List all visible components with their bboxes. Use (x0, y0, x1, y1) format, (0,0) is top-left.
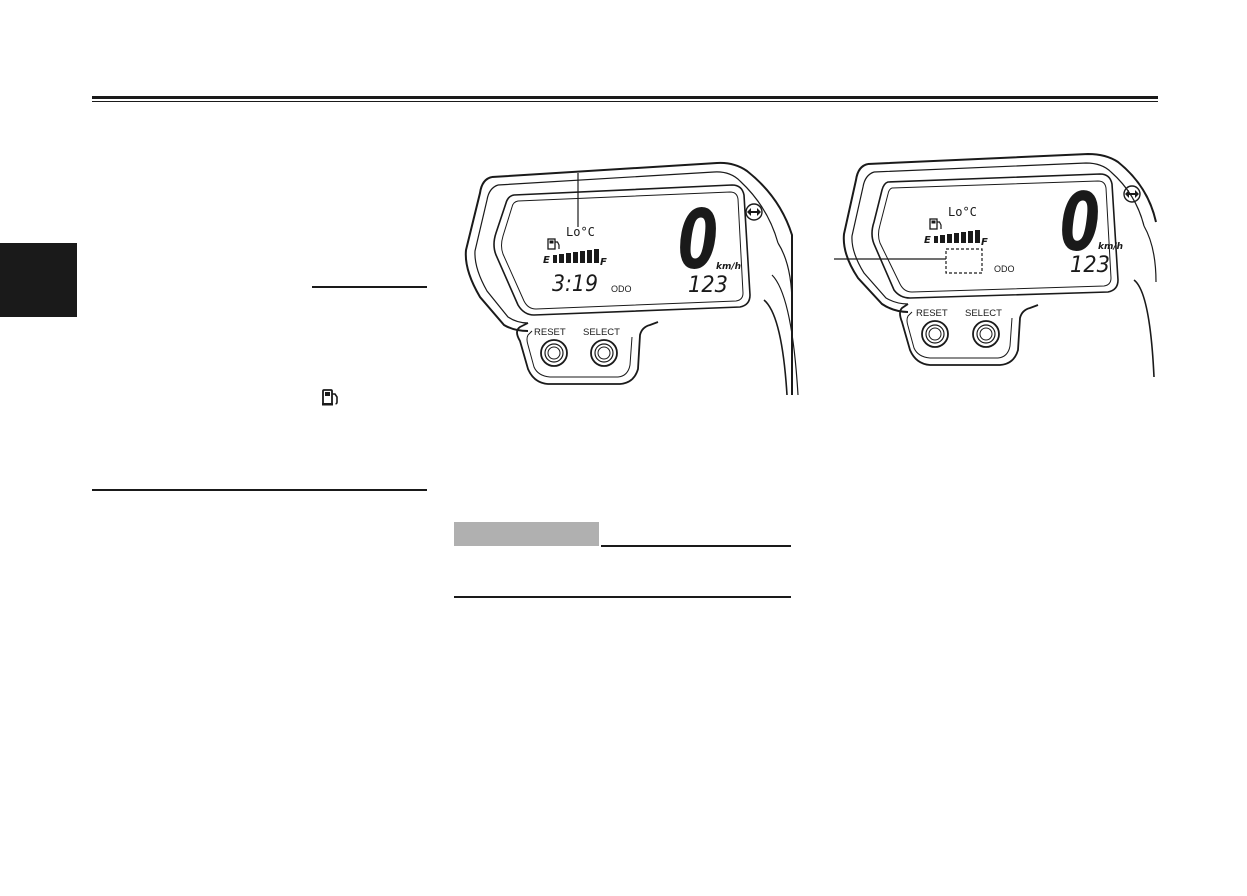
panel-housing-left-edge (464, 176, 529, 332)
reset-button-label: RESET (534, 327, 566, 338)
caution-label-box (454, 522, 599, 546)
section-heading-rule (312, 286, 427, 288)
reset-button-label: RESET (916, 308, 948, 319)
clock-display: 3:19 (552, 272, 598, 297)
reset-button (921, 320, 949, 348)
coolant-temperature-reading: Lo°C (948, 205, 977, 219)
caution-heading-rule (601, 545, 791, 547)
fuel-pump-icon (547, 238, 560, 250)
speed-unit-label: km/h (716, 262, 741, 272)
coolant-temperature-reading: Lo°C (566, 225, 595, 239)
chapter-side-tab (0, 243, 77, 317)
panel-housing-left-edge (842, 163, 909, 313)
instrument-panel-figure-left: Lo°C E F 3:19 ODO 0 km/h 123 RESET SELEC… (464, 161, 799, 396)
speed-unit-label: km/h (1098, 242, 1123, 252)
select-button (590, 339, 618, 367)
fuel-full-label: F (981, 237, 988, 248)
speedometer-reading: 0 (1060, 176, 1100, 269)
lcd-screen-frame (871, 173, 1119, 299)
button-housing (899, 303, 1039, 366)
odometer-reading: 123 (1070, 253, 1110, 278)
header-rule-thin (92, 101, 1158, 102)
caution-end-rule (454, 596, 791, 598)
select-button (972, 320, 1000, 348)
header-rule-thick (92, 96, 1158, 99)
speedometer-reading: 0 (678, 193, 718, 288)
fuel-empty-label: E (924, 235, 931, 246)
instrument-panel-figure-right: Lo°C E F ODO 0 km/h 123 RESET SELECT (834, 152, 1157, 378)
fuel-full-label: F (600, 257, 607, 268)
panel-housing-outer (867, 152, 1157, 223)
odometer-reading: 123 (688, 273, 728, 298)
lcd-screen-frame (493, 184, 751, 316)
button-housing (516, 321, 659, 385)
fuel-level-bars (553, 249, 599, 263)
fuel-pump-icon (929, 218, 942, 230)
clock-display-area-blank (945, 248, 983, 274)
fuel-empty-label: E (543, 255, 550, 266)
select-button-label: SELECT (965, 308, 1002, 319)
reset-button (540, 339, 568, 367)
select-button-label: SELECT (583, 327, 620, 338)
panel-housing-outer (491, 161, 793, 395)
fuel-pump-icon (322, 389, 338, 406)
turn-signal-indicator-icon (1123, 185, 1141, 203)
fuel-level-bars (934, 230, 980, 243)
note-end-rule (92, 489, 427, 491)
turn-signal-indicator-icon (745, 203, 763, 221)
odo-mode-label: ODO (611, 284, 632, 294)
odo-mode-label: ODO (994, 264, 1015, 274)
